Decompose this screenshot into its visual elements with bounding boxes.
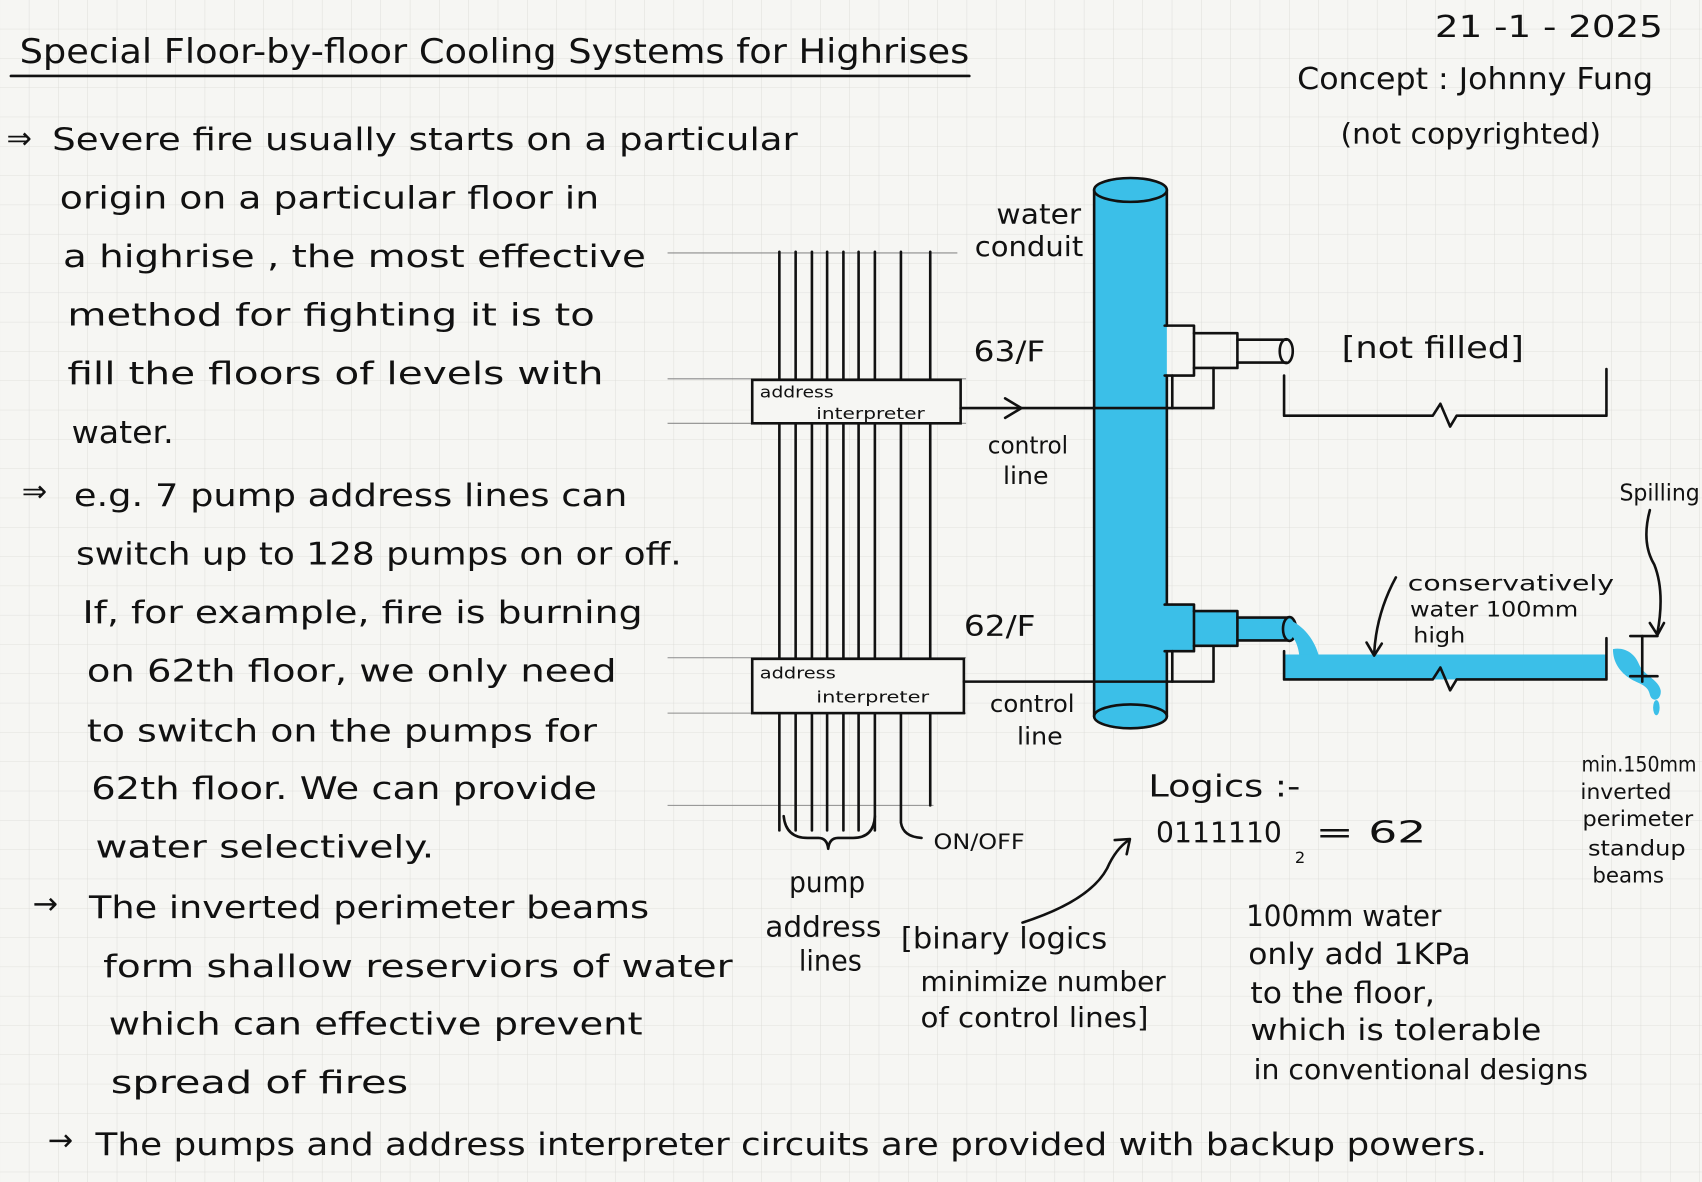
note-line: form shallow reserviors of water: [103, 949, 733, 985]
address-interpreter-box-63f: [750, 378, 962, 425]
floor-slab-62f: [1282, 636, 1608, 692]
water-conduit-fill: [1094, 189, 1167, 717]
water-depth-note: conservatively: [1408, 571, 1614, 596]
binary-note: of control lines]: [920, 1003, 1148, 1034]
logics-heading: Logics :-: [1148, 770, 1300, 805]
control-line-label: line: [1017, 723, 1063, 751]
note-line: Severe fire usually starts on a particul…: [52, 122, 798, 158]
note-line: 62th floor. We can provide: [91, 771, 597, 807]
load-note: in conventional designs: [1254, 1055, 1588, 1086]
water-conduit-top: [1092, 176, 1169, 204]
load-note: 100mm water: [1246, 899, 1442, 933]
load-note: which is tolerable: [1250, 1013, 1541, 1047]
pump-pipe-top: [1163, 603, 1291, 619]
on-off-label: ON/OFF: [933, 830, 1024, 855]
note-line: fill the floors of levels with: [67, 356, 603, 392]
note-line: water selectively.: [96, 829, 435, 865]
interpreter-label: address: [760, 663, 836, 682]
water-depth-note: high: [1413, 624, 1465, 649]
beam-note: min.150mm: [1581, 753, 1696, 778]
pump-lines-label: pump: [789, 866, 865, 899]
water-conduit-bottom: [1092, 703, 1169, 730]
address-interpreter-box-62f: [750, 657, 966, 715]
binary-note: minimize number: [920, 967, 1166, 998]
logics-result: = 62: [1316, 815, 1427, 850]
bullet-arrow: →: [33, 887, 58, 922]
interpreter-label: interpreter: [816, 687, 929, 706]
note-line: water.: [72, 415, 174, 451]
page-title: Special Floor-by-floor Cooling Systems f…: [20, 32, 970, 71]
note-line: which can effective prevent: [109, 1006, 643, 1042]
pump-outlet: [1278, 337, 1295, 365]
control-line-label: line: [1003, 462, 1049, 490]
beam-note: perimeter: [1583, 807, 1694, 832]
pump-pipe-top: [1163, 324, 1288, 342]
binary-note: [binary logics: [901, 922, 1107, 956]
pump-lines-brace: [782, 814, 877, 851]
floor-status-63f: [not filled]: [1342, 331, 1524, 366]
beam-note: standup: [1588, 836, 1686, 861]
conduit-label: conduit: [975, 232, 1084, 263]
standup-beam: [1629, 634, 1659, 683]
control-line-arrowhead: [1003, 397, 1023, 420]
interpreter-label: address: [760, 382, 834, 401]
note-line: The inverted perimeter beams: [88, 890, 649, 926]
note-line: to switch on the pumps for: [87, 713, 597, 749]
logics-base: 2: [1295, 848, 1305, 867]
note-line: switch up to 128 pumps on or off.: [76, 536, 682, 572]
conduit-label: water: [996, 200, 1082, 231]
interpreter-label: interpreter: [816, 404, 925, 423]
note-line: origin on a particular floor in: [60, 180, 599, 216]
load-note: only add 1KPa: [1248, 937, 1471, 971]
pump-lines-label: address: [765, 911, 881, 944]
pump-pipe-bottom: [1163, 639, 1291, 653]
concept-author: Concept : Johnny Fung: [1297, 62, 1653, 97]
pump-pipe-bottom: [1163, 361, 1288, 377]
bullet-arrow: →: [48, 1124, 73, 1159]
note-line: The pumps and address interpreter circui…: [94, 1127, 1487, 1163]
bullet-arrow: ⇒: [7, 122, 32, 157]
floor-label-62f: 62/F: [964, 610, 1036, 643]
spilling-water: [1612, 648, 1661, 700]
note-line: method for fighting it is to: [67, 298, 595, 334]
load-note: to the floor,: [1250, 976, 1435, 1010]
note-line: on 62th floor, we only need: [87, 654, 617, 690]
note-line: spread of fires: [111, 1065, 408, 1101]
logic-arrow: [1021, 838, 1131, 924]
control-line-63f: [959, 366, 1215, 410]
beam-note: inverted: [1580, 780, 1671, 805]
note-line: a highrise , the most effective: [63, 239, 646, 275]
pump-lines-label: lines: [799, 944, 862, 977]
water-drip: [1653, 700, 1660, 716]
spilling-arrow: [1645, 508, 1662, 635]
water-layer-62f: [1284, 654, 1607, 680]
date: 21 -1 - 2025: [1435, 10, 1663, 45]
spilling-label: Spilling: [1619, 480, 1699, 506]
on-off-line: [899, 250, 923, 840]
water-depth-arrowhead: [1365, 641, 1384, 657]
outlet-water-stream: [1287, 620, 1319, 656]
beam-note: beams: [1592, 863, 1664, 888]
water-depth-note: water 100mm: [1410, 598, 1578, 623]
logics-bits: 0111110: [1156, 816, 1282, 849]
copyright-note: (not copyrighted): [1341, 117, 1601, 150]
control-line-label: control: [988, 432, 1068, 460]
bullet-arrow: ⇒: [22, 474, 47, 509]
note-line: e.g. 7 pump address lines can: [74, 478, 628, 514]
control-line-label: control: [990, 690, 1075, 718]
pump-63f: [1163, 324, 1295, 377]
spilling-arrowhead: [1648, 621, 1666, 637]
logic-arrowhead: [1113, 837, 1132, 856]
note-line: If, for example, fire is burning: [83, 595, 643, 631]
floor-slab-63f: [1282, 367, 1608, 428]
control-line-62f: [962, 644, 1215, 683]
floor-label-63f: 63/F: [974, 335, 1046, 368]
water-depth-arrow: [1372, 576, 1398, 655]
